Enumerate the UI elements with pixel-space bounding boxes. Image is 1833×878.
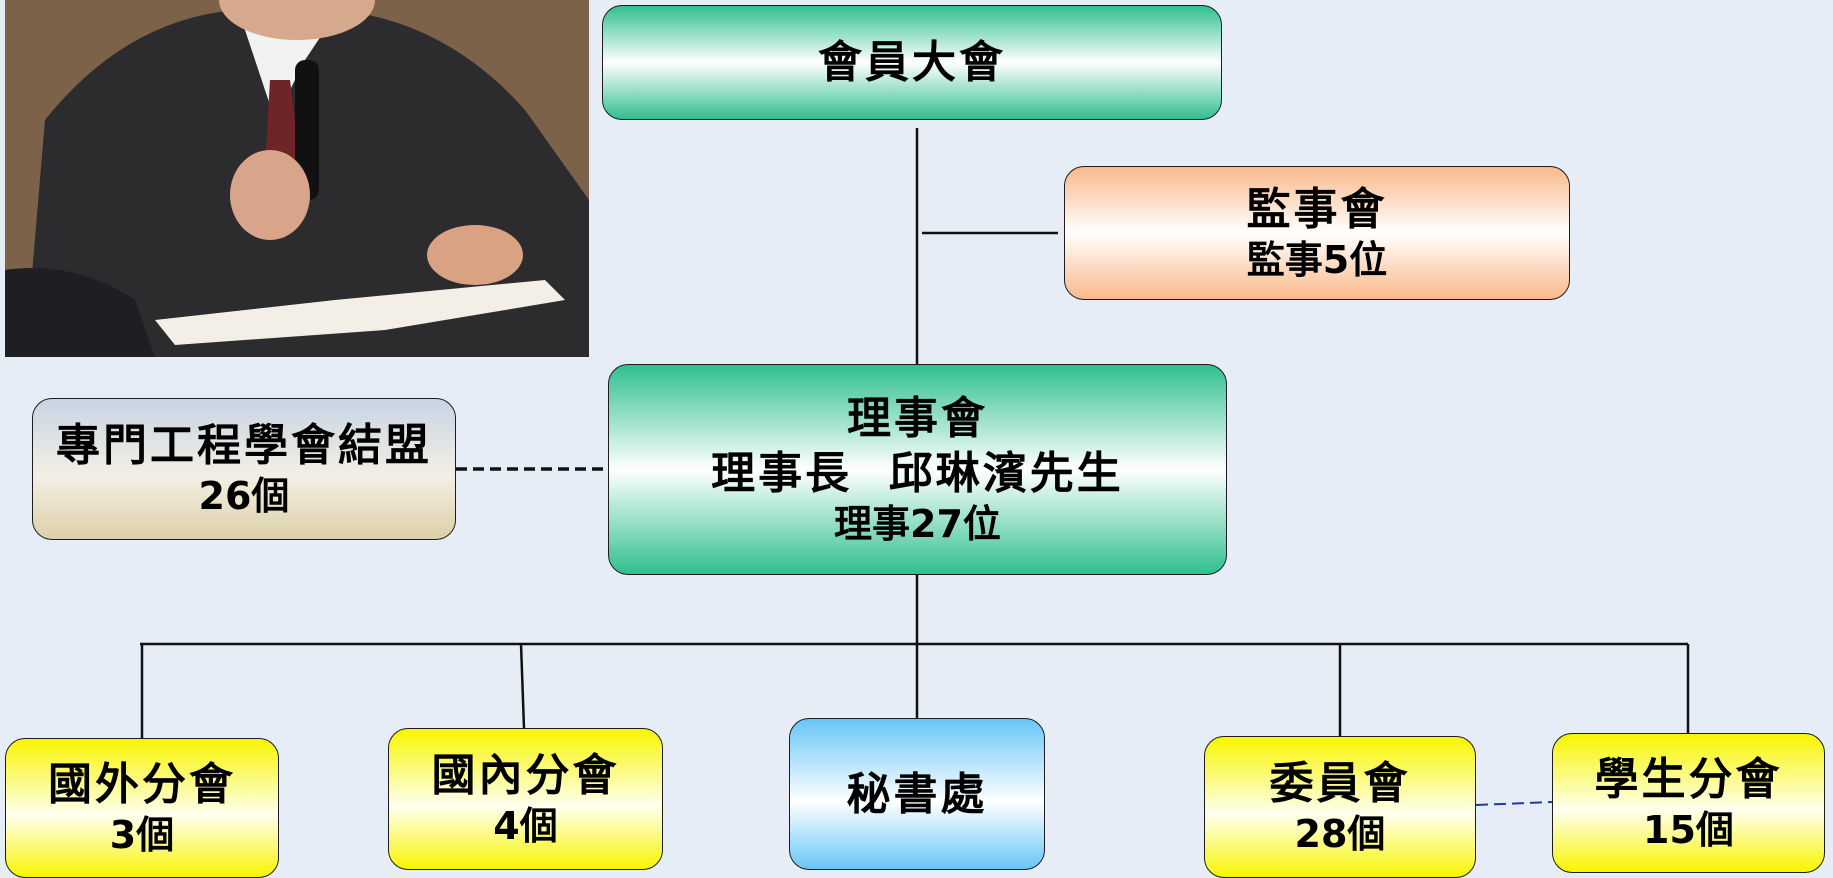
general-assembly-title: 會員大會 xyxy=(818,37,1006,88)
photo-right-hand xyxy=(427,225,523,285)
photo-microphone xyxy=(295,60,319,200)
supervisors-count: 監事5位 xyxy=(1246,237,1388,282)
secretariat-title: 秘書處 xyxy=(846,768,988,820)
photo-papers xyxy=(155,280,565,345)
photo-shirt xyxy=(240,15,335,120)
council-members: 理事27位 xyxy=(834,501,1001,546)
domestic-branches-count: 4個 xyxy=(493,803,558,848)
domestic-branches-box: 國內分會 4個 xyxy=(388,728,663,870)
federation-count: 26個 xyxy=(198,473,290,518)
overseas-branches-box: 國外分會 3個 xyxy=(5,738,279,878)
committees-count: 28個 xyxy=(1294,811,1386,856)
photo-face xyxy=(219,0,375,40)
council-chair: 理事長 邱琳濱先生 xyxy=(711,447,1124,499)
supervisors-box: 監事會 監事5位 xyxy=(1064,166,1570,300)
secretariat-box: 秘書處 xyxy=(789,718,1045,870)
overseas-branches-count: 3個 xyxy=(109,812,175,857)
committees-title: 委員會 xyxy=(1269,757,1411,809)
student-branches-title: 學生分會 xyxy=(1594,753,1783,805)
line-committees-students-dashed xyxy=(1475,801,1553,806)
line-to-domestic xyxy=(519,643,526,729)
domestic-branches-title: 國內分會 xyxy=(431,749,620,801)
student-branches-count: 15個 xyxy=(1643,807,1734,852)
student-branches-box: 學生分會 15個 xyxy=(1552,733,1825,873)
speaker-photo xyxy=(5,0,589,357)
photo-hand xyxy=(230,150,310,240)
federation-title: 專門工程學會結盟 xyxy=(56,419,432,471)
overseas-branches-title: 國外分會 xyxy=(48,758,236,810)
committees-box: 委員會 28個 xyxy=(1204,736,1476,878)
photo-arm-left xyxy=(5,268,155,357)
council-box: 理事會 理事長 邱琳濱先生 理事27位 xyxy=(608,364,1227,575)
supervisors-title: 監事會 xyxy=(1246,183,1388,235)
federation-box: 專門工程學會結盟 26個 xyxy=(32,398,456,540)
council-title: 理事會 xyxy=(847,392,988,444)
general-assembly-box: 會員大會 xyxy=(602,5,1222,120)
